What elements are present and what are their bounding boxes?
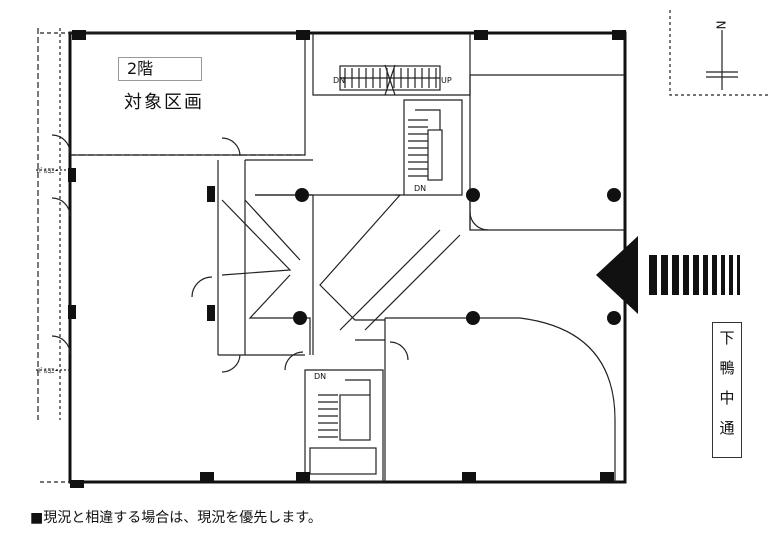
door-swing: [284, 351, 304, 371]
door-swing: [51, 197, 71, 217]
balcony-label: ﾊﾞﾙｺﾆｰ: [37, 367, 58, 375]
floor-label: 2階: [118, 57, 202, 81]
north-symbol: N: [713, 20, 728, 30]
corridor-x-b: [255, 194, 402, 321]
mid-stair-room: [403, 99, 463, 196]
corridor-x-c: [339, 229, 461, 331]
street-arrow: [596, 236, 740, 314]
street-char: 通: [719, 419, 735, 437]
door-swing: [221, 137, 241, 157]
stair-treads-bottom: [318, 379, 371, 441]
bottom-stair-room: [304, 369, 384, 483]
street-char: 鴨: [719, 359, 735, 377]
stair-label-dn-bottom: DN: [314, 372, 327, 381]
door-swing: [469, 211, 489, 231]
target-area-label: 対象区画: [124, 92, 204, 113]
door-swing: [191, 276, 213, 298]
upper-right-room: [469, 74, 625, 231]
street-name-sign: 下 鴨 中 通: [712, 322, 742, 458]
top-stair-room: [312, 33, 471, 96]
stair-label-dn-mid: DN: [414, 184, 427, 193]
corridor-x-a: [221, 199, 301, 276]
footnote: ■現況と相違する場合は、現況を優先します。: [30, 510, 322, 526]
door-swing: [51, 335, 71, 355]
corridor-x-d: [248, 274, 311, 355]
corridor-left: [217, 159, 313, 356]
stair-treads-mid: [408, 109, 443, 181]
street-char: 下: [719, 329, 735, 347]
street-char: 中: [719, 389, 735, 407]
door-swing: [221, 354, 241, 373]
stair-label-up-top: UP: [441, 76, 452, 85]
outer-wall: [68, 31, 627, 484]
door-swing: [51, 134, 71, 154]
stair-treads-top: [339, 64, 441, 96]
stair-label-dn-top: DN: [333, 76, 346, 85]
balcony-label: ﾊﾞﾙｺﾆｰ: [37, 167, 58, 175]
lower-right-room: [385, 317, 616, 482]
door-swing: [389, 341, 409, 361]
north-frame: [669, 10, 768, 96]
